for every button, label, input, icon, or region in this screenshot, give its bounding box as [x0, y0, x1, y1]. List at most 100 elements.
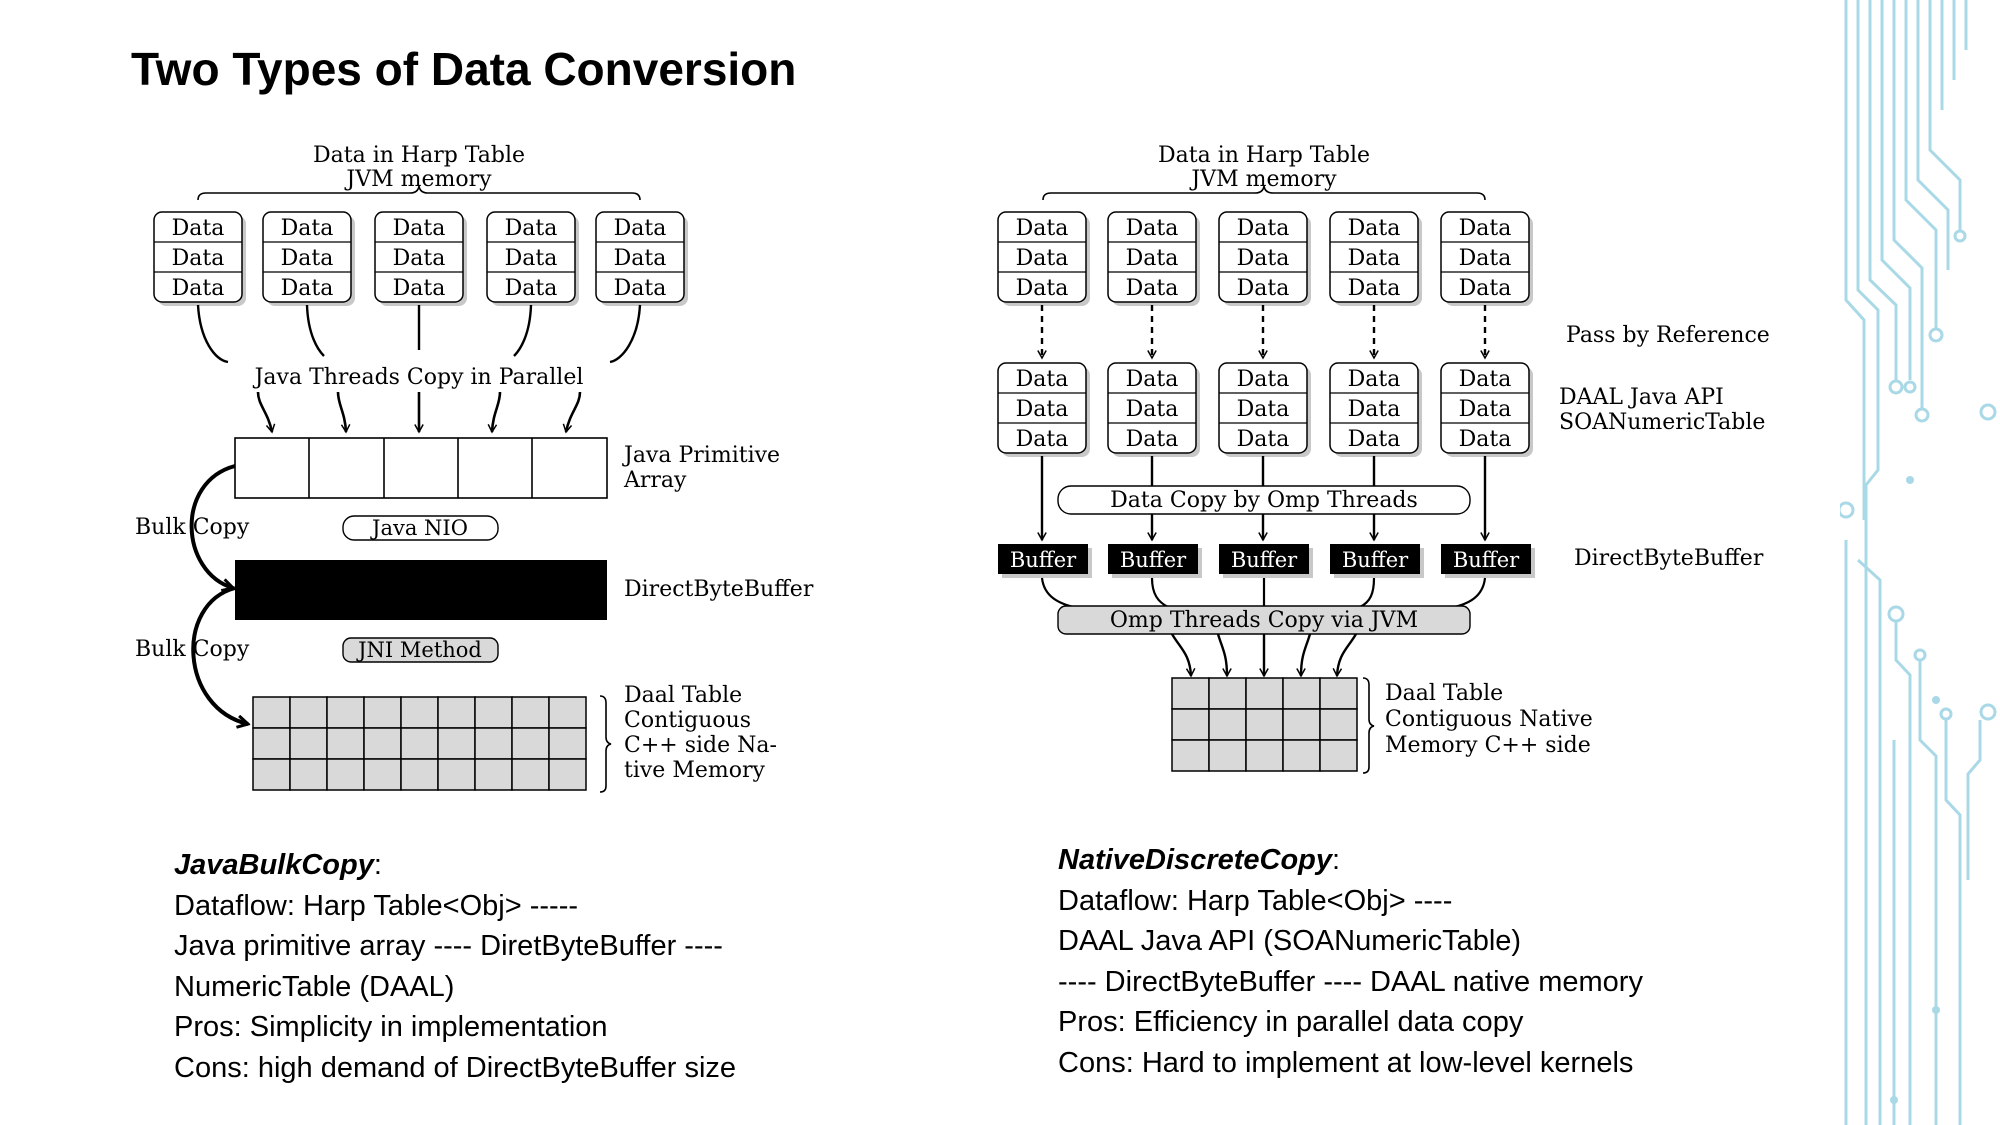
left-arrow-5	[562, 391, 582, 434]
buffer-4: Buffer	[1330, 544, 1424, 578]
circuit-trace-3	[1868, 0, 1898, 380]
right-harp-data-blocks: DataDataDataDataDataDataDataDataDataData…	[997, 211, 1533, 306]
circuit-node-4	[1928, 327, 1944, 343]
circuit-node-6	[1979, 403, 1997, 421]
data-cell-text: Data	[172, 276, 225, 301]
native-discrete-copy-diagram: Data in Harp Table JVM memory DataDataDa…	[997, 143, 1770, 774]
data-cell-text: Data	[1016, 427, 1069, 452]
left-top-label-1: Data in Harp Table	[313, 143, 525, 168]
grid-cell	[1282, 677, 1321, 710]
buffer-label: Buffer	[1231, 548, 1298, 572]
circuit-trace-7	[1916, 0, 1950, 270]
pass-by-reference-arrows	[1037, 305, 1490, 360]
buffer-label: Buffer	[1453, 548, 1520, 572]
right-daal-brace	[1362, 677, 1375, 774]
jni-method-label: JNI Method	[356, 638, 482, 662]
circuit-trace-17	[1966, 720, 1982, 880]
grid-cell	[1208, 677, 1247, 710]
right-top-brace	[1042, 185, 1486, 201]
grid-cell	[1282, 708, 1321, 741]
grid-cell	[1245, 739, 1284, 772]
data-cell-text: Data	[614, 276, 667, 301]
bulk-copy-label-2: Bulk Copy	[135, 637, 250, 662]
grid-cell	[1319, 739, 1358, 772]
circuit-trace-16	[1944, 720, 1962, 1125]
data-cell-text: Data	[1016, 367, 1069, 392]
grid-cell	[326, 727, 365, 760]
left-text-line-3: NumericTable (DAAL)	[174, 970, 455, 1003]
grid-cell	[1208, 739, 1247, 772]
data-cell-text: Data	[281, 246, 334, 271]
buffer-to-omp-curves	[1040, 577, 1487, 610]
right-dbb-label: DirectByteBuffer	[1574, 546, 1764, 571]
circuit-dot-3	[1932, 1006, 1940, 1014]
pass-by-reference-label: Pass by Reference	[1566, 323, 1770, 348]
left-text-line-1: Dataflow: Harp Table<Obj> -----	[174, 889, 579, 922]
bulk-copy-label-1: Bulk Copy	[135, 515, 250, 540]
left-text-line-4: Pros: Simplicity in implementation	[174, 1011, 608, 1043]
grid-cell	[363, 758, 402, 791]
circuit-node-7	[1887, 605, 1905, 623]
data-cell-text: Data	[1459, 216, 1512, 241]
grid-cell	[326, 758, 365, 791]
data-cell-text: Data	[1459, 246, 1512, 271]
left-arrow-1	[256, 391, 276, 434]
data-cell-text: Data	[1126, 246, 1179, 271]
data-cell-text: Data	[1237, 276, 1290, 301]
java-bulk-copy-description: JavaBulkCopy: Dataflow: Harp Table<Obj> …	[174, 845, 736, 1088]
java-array-label-2: Array	[623, 468, 687, 493]
grid-cell	[1171, 739, 1210, 772]
right-daal-table-grid	[1171, 677, 1358, 772]
grid-cell	[548, 758, 587, 791]
data-cell-text: Data	[614, 216, 667, 241]
left-daal-cells	[252, 696, 587, 791]
circuit-trace-14	[1894, 620, 1912, 1125]
data-cell-text: Data	[1237, 427, 1290, 452]
buffer-5: Buffer	[1441, 544, 1535, 578]
grid-cell	[474, 696, 513, 729]
data-cell-text: Data	[505, 216, 558, 241]
slide-title: Two Types of Data Conversion	[131, 43, 797, 95]
left-threads-label: Java Threads Copy in Parallel	[253, 365, 584, 390]
java-array-label-1: Java Primitive	[622, 443, 780, 468]
omp-arrow-5	[1332, 633, 1358, 678]
data-cell-text: Data	[1459, 427, 1512, 452]
data-cell-text: Data	[1348, 216, 1401, 241]
grid-cell	[474, 727, 513, 760]
right-text-line-3: ---- DirectByteBuffer ---- DAAL native m…	[1058, 965, 1643, 998]
data-cell-text: Data	[172, 246, 225, 271]
data-cell-text: Data	[1126, 367, 1179, 392]
omp-copy-tag	[1057, 485, 1471, 515]
grid-cell	[511, 758, 550, 791]
grid-cell	[474, 758, 513, 791]
left-daal-label-1: Daal Table	[624, 683, 742, 708]
grid-cell	[1208, 708, 1247, 741]
data-cell-text: Data	[505, 276, 558, 301]
circuit-decoration	[1840, 0, 1997, 1125]
right-daal-cells	[1171, 677, 1358, 772]
data-cell-text: Data	[1348, 367, 1401, 392]
circuit-dot-1	[1906, 476, 1914, 484]
omp-arrow-2	[1216, 633, 1232, 678]
left-text-line-2: Java primitive array ---- DiretByteBuffe…	[174, 930, 723, 962]
daal-api-label-2: SOANumericTable	[1559, 410, 1765, 435]
data-cell-text: Data	[1459, 397, 1512, 422]
data-cell-text: Data	[1348, 427, 1401, 452]
left-top-brace	[197, 185, 641, 201]
circuit-node-5	[1953, 229, 1967, 243]
bulk-copy-arrow-2	[191, 586, 248, 724]
native-discrete-copy-description: NativeDiscreteCopy: Dataflow: Harp Table…	[1058, 840, 1643, 1083]
data-cell-text: Data	[1016, 276, 1069, 301]
circuit-trace-6	[1904, 0, 1938, 330]
data-cell-text: Data	[614, 246, 667, 271]
buffer-1: Buffer	[998, 544, 1092, 578]
circuit-node-3	[1903, 380, 1917, 394]
circuit-node-1	[1840, 501, 1855, 519]
data-cell-text: Data	[1016, 216, 1069, 241]
